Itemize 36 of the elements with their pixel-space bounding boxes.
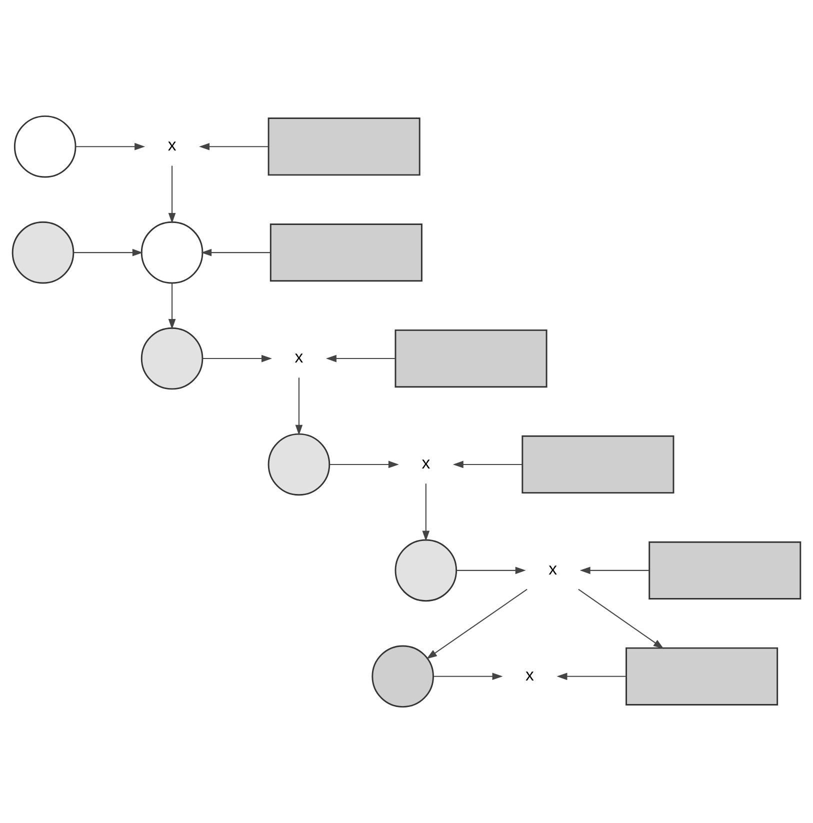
node-circle <box>394 539 458 602</box>
arrow <box>556 672 626 680</box>
node-box <box>268 118 420 176</box>
arrow <box>199 142 268 150</box>
node-text: x <box>422 453 430 472</box>
arrow <box>76 142 146 150</box>
node-circle <box>140 221 204 284</box>
node-box <box>522 435 674 494</box>
arrow <box>74 248 143 256</box>
node-text: x <box>526 665 534 684</box>
node-box <box>270 224 422 282</box>
arrow <box>201 248 270 256</box>
node-text: x <box>168 136 176 155</box>
arrow <box>330 460 399 468</box>
arrow <box>580 566 650 574</box>
arrow <box>168 166 176 224</box>
node-text: x <box>294 348 304 367</box>
node-circle <box>140 327 204 390</box>
arrow <box>434 672 503 680</box>
arrow <box>452 460 522 468</box>
node-circle <box>14 115 76 178</box>
arrow <box>202 354 272 362</box>
node-box <box>394 329 548 388</box>
arrow <box>578 588 664 649</box>
arrow <box>326 354 396 362</box>
node-box <box>626 647 778 706</box>
arrow <box>168 283 176 330</box>
arrow <box>456 566 526 574</box>
node-circle <box>372 645 434 708</box>
node-circle <box>12 221 74 284</box>
node-box <box>648 541 802 600</box>
node-circle <box>268 433 330 496</box>
arrow <box>295 378 303 436</box>
arrow <box>422 484 430 542</box>
arrow <box>426 588 528 659</box>
node-text: x <box>548 559 558 578</box>
